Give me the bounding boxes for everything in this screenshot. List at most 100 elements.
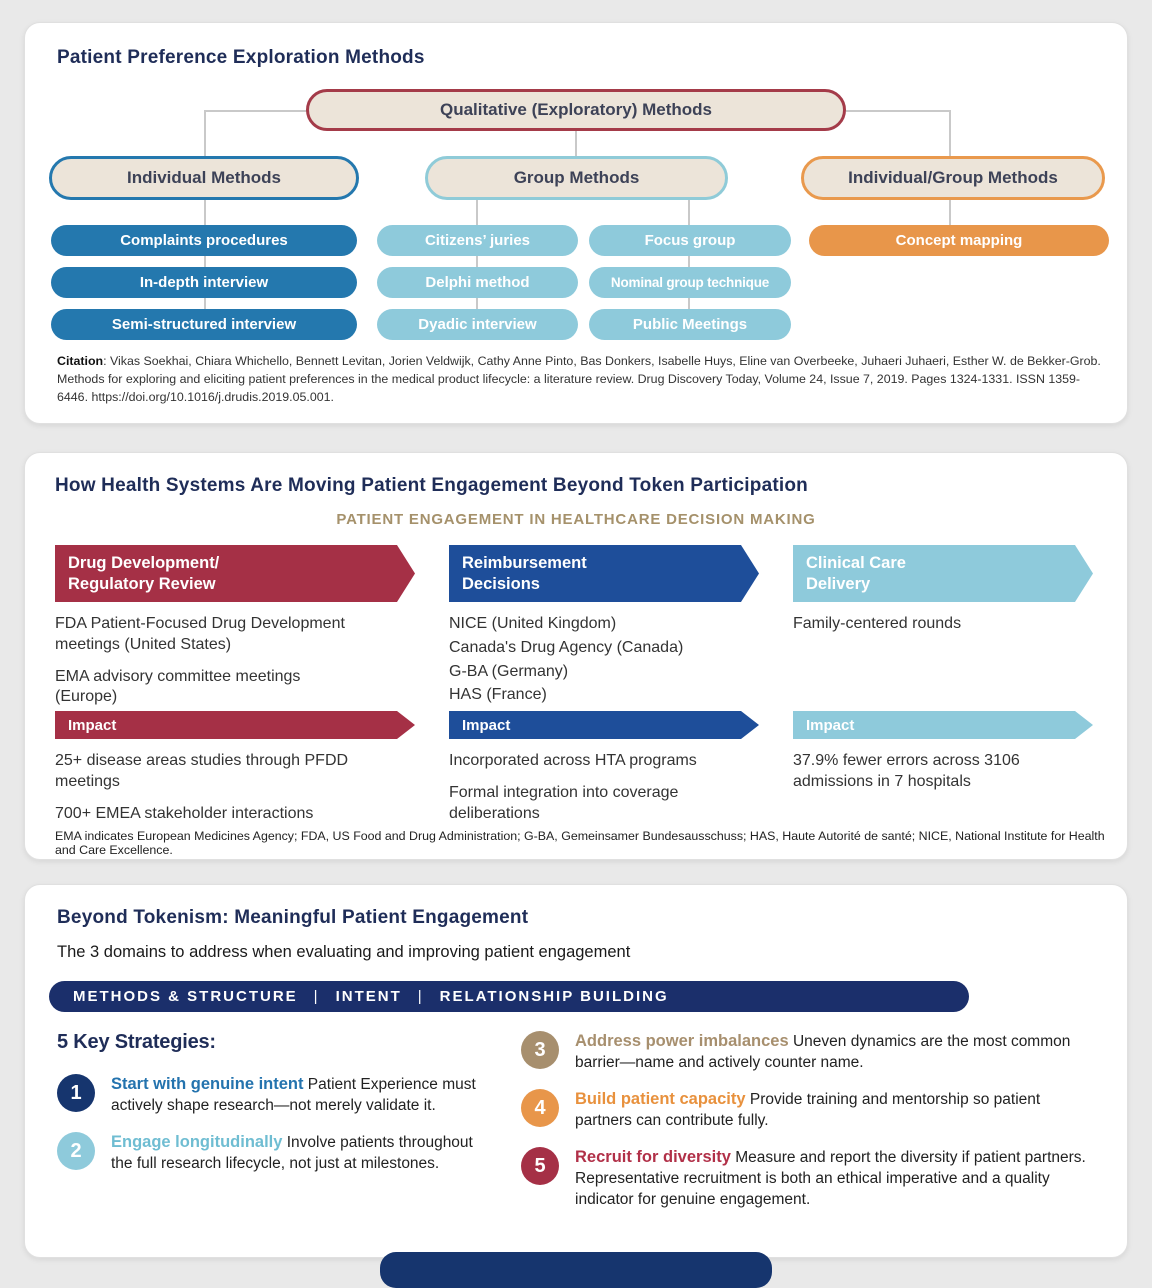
node-label: Individual/Group Methods	[848, 168, 1058, 187]
impact-label: Impact	[806, 716, 855, 734]
method-nominal-group-technique: Nominal group technique	[589, 267, 791, 298]
impact-section: Impact 37.9% fewer errors across 3106 ad…	[793, 711, 1093, 804]
strategy-text: Build patient capacity Provide training …	[575, 1089, 1087, 1131]
strategy-item: 1 Start with genuine intent Patient Expe…	[57, 1074, 497, 1116]
impact-section: Impact 25+ disease areas studies through…	[55, 711, 415, 835]
citation: Citation: Vikas Soekhai, Chiara Whichell…	[57, 353, 1101, 407]
method-semi-structured-interview: Semi-structured interview	[51, 309, 357, 340]
strategy-text: Recruit for diversity Measure and report…	[575, 1147, 1087, 1210]
strategy-number-badge: 2	[57, 1132, 95, 1171]
column-header-arrow: Reimbursement Decisions	[449, 545, 759, 602]
body-item: NICE (United Kingdom)	[449, 615, 617, 632]
method-citizens-juries: Citizens’ juries	[377, 225, 578, 256]
banner-divider: |	[417, 988, 424, 1005]
banner-divider: |	[313, 988, 320, 1005]
impact-body: Incorporated across HTA programs Formal …	[449, 751, 731, 824]
panel2-subtitle: PATIENT ENGAGEMENT IN HEALTHCARE DECISIO…	[336, 511, 816, 528]
banner-part: INTENT	[335, 988, 402, 1005]
method-focus-group: Focus group	[589, 225, 791, 256]
connector-line	[204, 198, 206, 325]
column-header-label: Clinical Care Delivery	[806, 553, 906, 593]
method-label: Complaints procedures	[120, 232, 288, 249]
strategy-item: 5 Recruit for diversity Measure and repo…	[521, 1147, 1111, 1210]
method-public-meetings: Public Meetings	[589, 309, 791, 340]
column-reimbursement: Reimbursement Decisions NICE (United Kin…	[449, 545, 759, 822]
impact-label: Impact	[462, 716, 511, 734]
connector-line	[949, 198, 951, 227]
strategy-number: 4	[534, 1096, 546, 1119]
impact-item: 700+ EMEA stakeholder interactions	[55, 804, 314, 822]
impact-item: 37.9% fewer errors across 3106 admission…	[793, 752, 1020, 790]
impact-arrow: Impact	[793, 711, 1093, 739]
impact-section: Impact Incorporated across HTA programs …	[449, 711, 759, 835]
connector-line	[688, 198, 690, 325]
body-item: G-BA (Germany)	[449, 662, 569, 680]
impact-item: 25+ disease areas studies through PFDD m…	[55, 752, 349, 790]
strategy-title: Engage longitudinally	[111, 1133, 283, 1152]
connector-line	[204, 110, 206, 156]
strategy-number-badge: 1	[57, 1074, 95, 1112]
method-concept-mapping: Concept mapping	[809, 225, 1109, 256]
method-label: Concept mapping	[895, 232, 1023, 249]
panel2-title: How Health Systems Are Moving Patient En…	[55, 475, 808, 496]
body-item: HAS (France)	[449, 686, 547, 704]
strategy-number: 1	[70, 1081, 82, 1104]
strategy-text: Engage longitudinally Involve patients t…	[111, 1132, 483, 1174]
abbreviations-footnote: EMA indicates European Medicines Agency;…	[55, 829, 1105, 857]
method-label: Focus group	[644, 232, 736, 249]
body-item: FDA Patient-Focused Drug Development mee…	[55, 615, 345, 653]
panel3-title: Beyond Tokenism: Meaningful Patient Enga…	[57, 907, 529, 928]
strategy-text: Start with genuine intent Patient Experi…	[111, 1074, 483, 1116]
strategy-item: 3 Address power imbalances Uneven dynami…	[521, 1031, 1111, 1073]
strategy-title: Build patient capacity	[575, 1090, 746, 1109]
strategy-description: Provide training and mentorship so patie…	[575, 1091, 1041, 1129]
connector-line	[846, 110, 951, 112]
method-dyadic-interview: Dyadic interview	[377, 309, 578, 340]
method-label: In-depth interview	[139, 274, 269, 291]
method-label: Citizens’ juries	[424, 232, 531, 249]
citation-text: : Vikas Soekhai, Chiara Whichello, Benne…	[57, 354, 1101, 404]
strategy-number: 2	[70, 1139, 82, 1162]
impact-item: Incorporated across HTA programs	[449, 752, 697, 769]
impact-body: 37.9% fewer errors across 3106 admission…	[793, 751, 1055, 793]
impact-body: 25+ disease areas studies through PFDD m…	[55, 751, 367, 824]
column-body: NICE (United Kingdom) Canada's Drug Agen…	[449, 614, 731, 706]
strategy-number-badge: 5	[521, 1147, 559, 1186]
column-body: Family-centered rounds	[793, 614, 1055, 635]
banner-part: RELATIONSHIP BUILDING	[439, 988, 669, 1005]
column-header-arrow: Drug Development/ Regulatory Review	[55, 545, 415, 602]
method-label: Delphi method	[425, 274, 530, 291]
connector-line	[949, 110, 951, 156]
impact-arrow: Impact	[55, 711, 415, 739]
method-label: Dyadic interview	[418, 316, 537, 333]
strategies-heading: 5 Key Strategies:	[57, 1031, 216, 1053]
column-body: FDA Patient-Focused Drug Development mee…	[55, 614, 367, 708]
column-drug-development: Drug Development/ Regulatory Review FDA …	[55, 545, 415, 822]
strategy-title: Recruit for diversity	[575, 1148, 731, 1167]
node-group-methods: Group Methods	[425, 156, 728, 200]
strategies-left-column: 5 Key Strategies: 1 Start with genuine i…	[57, 1031, 497, 1190]
strategy-number-badge: 4	[521, 1089, 559, 1128]
strategy-number-badge: 3	[521, 1031, 559, 1069]
method-label: Semi-structured interview	[111, 316, 297, 333]
method-in-depth-interview: In-depth interview	[51, 267, 357, 298]
strategy-text: Address power imbalances Uneven dynamics…	[575, 1031, 1087, 1073]
connector-line	[204, 110, 308, 112]
strategy-title: Address power imbalances	[575, 1032, 789, 1050]
strategy-number: 5	[534, 1154, 546, 1177]
method-label: Nominal group technique	[610, 275, 770, 290]
panel1-title: Patient Preference Exploration Methods	[57, 47, 425, 68]
column-clinical-care: Clinical Care Delivery Family-centered r…	[793, 545, 1093, 821]
domains-banner: METHODS & STRUCTURE | INTENT | RELATIONS…	[49, 981, 969, 1012]
strategy-description: Measure and report the diversity if pati…	[575, 1149, 1086, 1208]
panel3-subtitle: The 3 domains to address when evaluating…	[57, 943, 631, 961]
health-systems-engagement-card: How Health Systems Are Moving Patient En…	[24, 452, 1128, 860]
column-header-label: Drug Development/ Regulatory Review	[68, 553, 220, 593]
method-complaints-procedures: Complaints procedures	[51, 225, 357, 256]
strategies-right-column: 3 Address power imbalances Uneven dynami…	[521, 1031, 1111, 1226]
impact-item: Formal integration into coverage deliber…	[449, 783, 679, 822]
node-qualitative-methods: Qualitative (Exploratory) Methods	[306, 89, 846, 131]
citation-label: Citation	[57, 354, 104, 368]
strategy-description: Involve patients throughout the full res…	[111, 1134, 473, 1172]
strategy-description: Uneven dynamics are the most common barr…	[575, 1033, 1071, 1071]
